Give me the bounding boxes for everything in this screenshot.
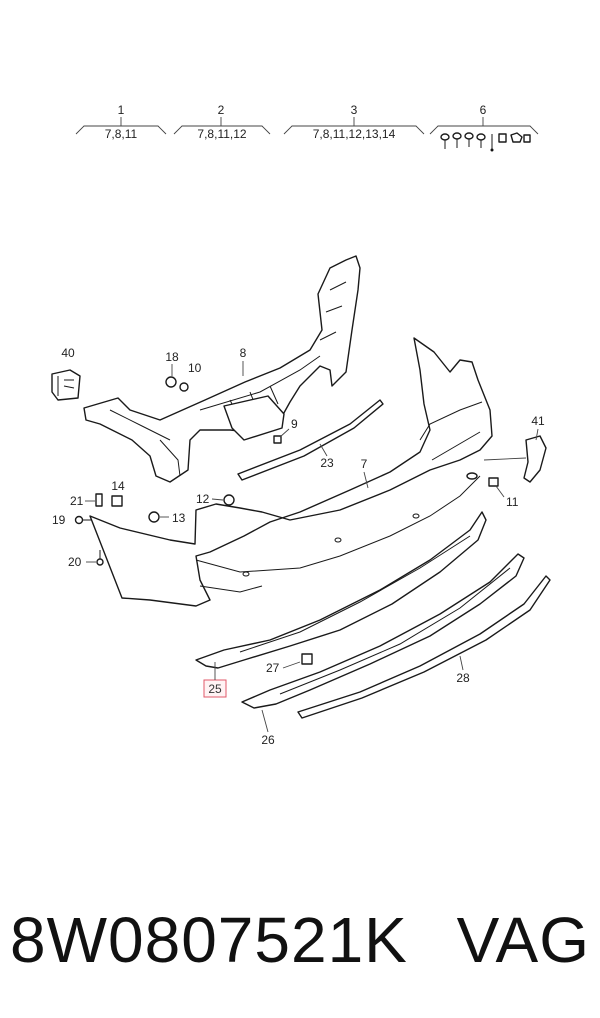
callout-23: 23 <box>320 456 334 470</box>
kit-3: 3 7,8,11,12,13,14 <box>283 103 425 141</box>
screw-icon <box>440 133 450 149</box>
part-18-clip <box>165 376 177 388</box>
kit-3-number: 3 <box>351 103 358 117</box>
callout-21: 21 <box>70 494 84 508</box>
clip-icon <box>523 134 531 143</box>
kit-6: 6 <box>429 103 539 152</box>
pin-icon <box>490 134 494 152</box>
callout-27: 27 <box>266 661 280 675</box>
clip-icon <box>498 133 507 143</box>
screw-icon <box>452 132 462 148</box>
callout-20: 20 <box>68 555 82 569</box>
parts-diagram: 1 7,8,11 2 7,8,11,12 3 7,8,11,12,13,14 6 <box>51 103 551 747</box>
callout-12: 12 <box>196 492 210 506</box>
part-11-clip <box>488 477 499 487</box>
part-14-clip <box>111 495 123 507</box>
callout-25: 25 <box>208 682 222 696</box>
kit-2-number: 2 <box>218 103 225 117</box>
kit-3-contents: 7,8,11,12,13,14 <box>313 127 396 141</box>
kit-2-contents: 7,8,11,12 <box>197 127 246 141</box>
callout-10: 10 <box>188 361 202 375</box>
kit-1-contents: 7,8,11 <box>105 127 138 141</box>
part-number: 8W0807521K <box>10 904 408 976</box>
kit-1-number: 1 <box>118 103 125 117</box>
callout-9: 9 <box>291 417 298 431</box>
part-21-rivet <box>95 493 103 507</box>
kit-2: 2 7,8,11,12 <box>173 103 271 141</box>
callout-13: 13 <box>172 511 186 525</box>
footer: 8W0807521K VAG <box>10 895 590 985</box>
callout-41: 41 <box>531 414 545 428</box>
part-10-nut <box>179 382 189 392</box>
part-9-clip <box>273 435 282 444</box>
part-26-lower-panel <box>241 553 525 709</box>
part-23-trim-strip <box>237 399 384 481</box>
fastener-icons <box>440 132 531 152</box>
part-7-bumper-cover <box>89 337 493 607</box>
part-19-screw <box>74 515 92 525</box>
callout-18: 18 <box>165 350 179 364</box>
part-41-side-bracket <box>523 435 547 483</box>
callout-8: 8 <box>240 346 247 360</box>
callout-26: 26 <box>261 733 275 747</box>
screw-icon <box>464 132 474 147</box>
kit-1: 1 7,8,11 <box>75 103 167 141</box>
part-8-reinforcement <box>83 255 361 483</box>
part-12-nut <box>223 494 235 506</box>
nut-icon <box>510 132 523 143</box>
callout-14: 14 <box>111 479 125 493</box>
screw-icon <box>476 133 486 148</box>
callout-40: 40 <box>61 346 75 360</box>
kit-6-number: 6 <box>480 103 487 117</box>
part-27-clip <box>301 653 313 665</box>
part-40-bracket <box>51 369 81 401</box>
brand: VAG <box>456 904 590 976</box>
callout-28: 28 <box>456 671 470 685</box>
part-20-screw <box>96 550 104 566</box>
callout-7: 7 <box>361 457 368 471</box>
callout-19: 19 <box>52 513 66 527</box>
callout-11: 11 <box>506 495 519 509</box>
part-13-nut <box>148 511 160 523</box>
part-28-trim-strip <box>297 575 551 719</box>
part-25-diffuser <box>195 511 487 669</box>
